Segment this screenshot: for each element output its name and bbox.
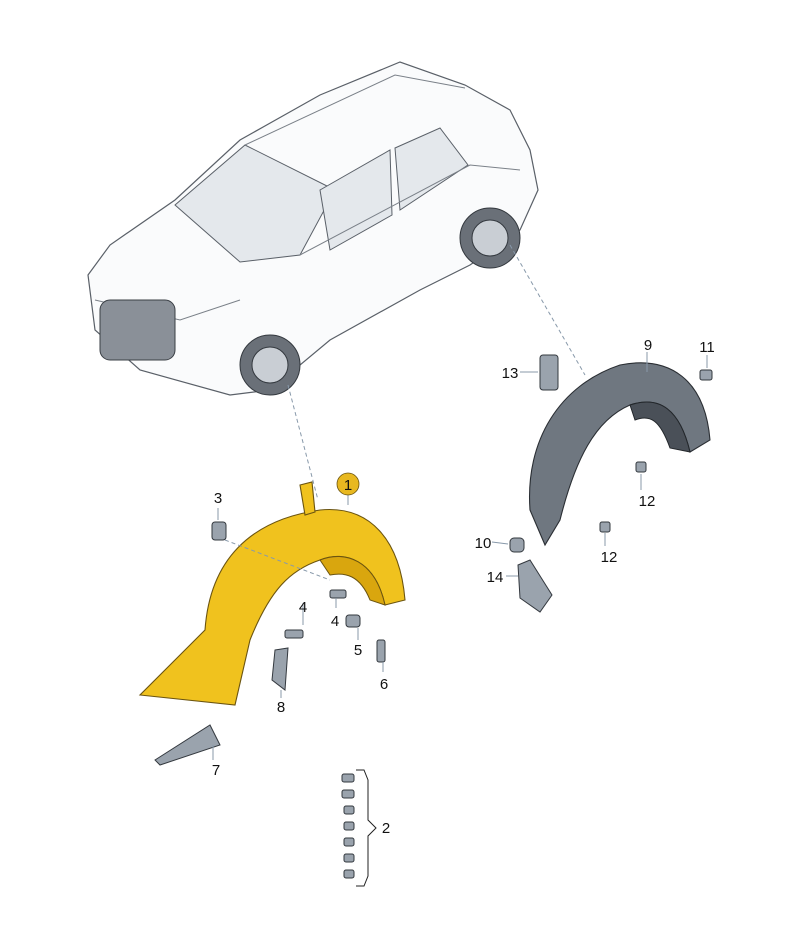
callout-11: 11 [699, 339, 715, 356]
callout-14: 14 [487, 569, 504, 586]
part-10-nut [509, 537, 525, 553]
callout-6: 6 [380, 676, 388, 693]
part-13-bracket [539, 354, 559, 391]
callout-1: 1 [344, 477, 352, 494]
callout-13: 13 [502, 365, 519, 382]
callout-1-badge [336, 472, 360, 496]
callouts: 1 2 3 4 4 5 6 7 8 9 10 11 12 12 13 14 [212, 337, 715, 837]
part-2-fastener-kit [341, 773, 355, 879]
part-4-screw [284, 629, 304, 639]
callout-9: 9 [644, 337, 652, 354]
part-6-screw [376, 639, 386, 663]
car-illustration [87, 61, 539, 396]
callout-7: 7 [212, 762, 220, 779]
callout-8: 8 [277, 699, 285, 716]
rear-wheel-arch-liner [528, 362, 711, 547]
part-12-screw [635, 461, 647, 473]
part-3-clip [211, 521, 227, 541]
callout-4: 4 [331, 613, 339, 630]
front-wheel-arch-liner [138, 481, 406, 706]
car-grille [99, 299, 176, 361]
callout-12: 12 [639, 493, 656, 510]
leader-lines [212, 352, 708, 887]
part-4-screw [329, 589, 347, 599]
part-5-rivet [345, 614, 361, 628]
callout-3: 3 [214, 490, 222, 507]
fasteners [154, 354, 713, 879]
callout-5: 5 [354, 642, 362, 659]
part-7-cover [154, 724, 221, 766]
part-11-screw [699, 369, 713, 381]
kit-bracket [356, 769, 377, 887]
part-14-bracket [517, 559, 553, 613]
callout-4: 4 [299, 599, 307, 616]
callout-2: 2 [382, 820, 390, 837]
part-8-bracket [271, 647, 289, 691]
part-12-screw [599, 521, 611, 533]
callout-10: 10 [475, 535, 492, 552]
callout-12: 12 [601, 549, 618, 566]
